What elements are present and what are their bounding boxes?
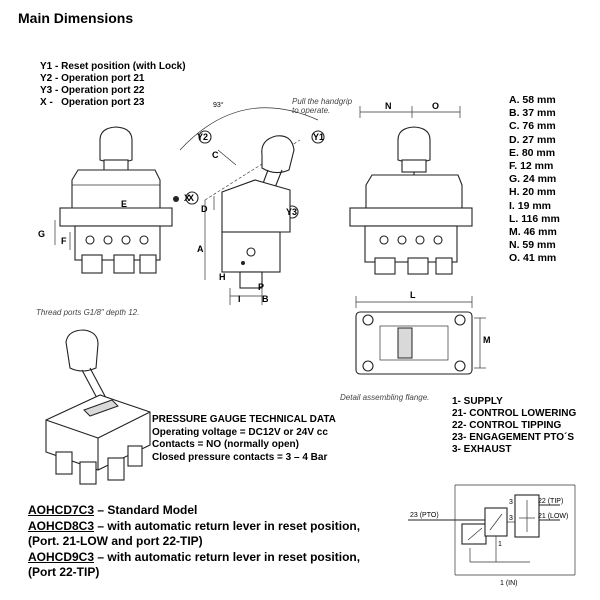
schematic-port-22: 22 (TIP) [538, 498, 563, 505]
position-item: Y2 - Operation port 21 [40, 73, 145, 84]
schematic-port-23: 23 (PTO) [410, 512, 439, 519]
label-c: C [212, 150, 219, 160]
schematic-supply-1: 1 [498, 541, 502, 548]
position-item: Y1 - Reset position (with Lock) [40, 61, 186, 72]
handgrip-note: Pull the handgrip to operate. [292, 97, 353, 115]
thread-note: Thread ports G1/8" depth 12. [36, 308, 140, 317]
page-title: Main Dimensions [18, 10, 134, 26]
label-f: F [61, 236, 67, 246]
port-item: 3- EXHAUST [452, 444, 512, 455]
label-y1: Y1 [313, 132, 324, 142]
flange-detail-drawing [355, 296, 486, 375]
dimension-item: M. 46 mm [509, 226, 557, 239]
dimension-item: E. 80 mm [509, 146, 556, 159]
port-item: 1- SUPPLY [452, 396, 503, 407]
model-item: AOHCD7C3 – Standard Model [28, 503, 198, 517]
position-legend: Y1 - Reset position (with Lock) Y2 - Ope… [40, 61, 186, 109]
dimension-item: D. 27 mm [509, 133, 556, 146]
label-m: M [483, 335, 491, 345]
dimensions-list: A. 58 mm B. 37 mm C. 76 mm D. 27 mm E. 8… [509, 94, 560, 266]
label-o: O [432, 101, 439, 111]
label-h: H [219, 272, 226, 282]
label-y3: Y3 [286, 207, 297, 217]
side-view-drawing [179, 107, 325, 305]
label-x: X [184, 193, 190, 203]
port-item: 23- ENGAGEMENT PTO´S [452, 432, 575, 443]
position-item: Y3 - Operation port 22 [40, 85, 145, 96]
model-item: AOHCD8C3 – with automatic return lever i… [28, 518, 361, 533]
front-view-drawing [54, 126, 179, 274]
label-i: I [238, 294, 241, 304]
dimension-item: G. 24 mm [509, 173, 557, 186]
label-b: B [262, 294, 269, 304]
gauge-line: Closed pressure contacts = 3 – 4 Bar [152, 451, 328, 463]
port-item: 21- CONTROL LOWERING [452, 408, 577, 419]
label-g: G [38, 229, 45, 239]
model-item: (Port. 21-LOW and port 22-TIP) [28, 534, 203, 548]
pressure-gauge-data: PRESSURE GAUGE TECHNICAL DATA Operating … [152, 414, 336, 464]
dimension-item: F. 12 mm [509, 160, 554, 173]
schematic-exhaust-3b: 3 [509, 515, 513, 522]
port-item: 22- CONTROL TIPPING [452, 420, 562, 431]
dimension-item: H. 20 mm [509, 186, 556, 199]
dimension-item: A. 58 mm [509, 94, 556, 106]
pneumatic-schematic [408, 484, 576, 576]
label-n: N [385, 101, 392, 111]
dimension-item: N. 59 mm [509, 239, 556, 252]
dimension-item: C. 76 mm [509, 120, 556, 133]
label-l: L [410, 290, 416, 300]
label-y2: Y2 [197, 132, 208, 142]
gauge-line: Operating voltage = DC12V or 24V cc [152, 426, 328, 438]
schematic-port-21: 21 (LOW) [538, 513, 568, 520]
schematic-port-1: 1 (IN) [500, 580, 518, 587]
gauge-heading: PRESSURE GAUGE TECHNICAL DATA [152, 414, 336, 425]
flange-note: Detail assembling flange. [340, 393, 430, 402]
gauge-line: Contacts = NO (normally open) [152, 439, 299, 450]
right-view-drawing [349, 106, 473, 275]
angle-label: 93° [213, 101, 224, 109]
dimension-item: B. 37 mm [509, 107, 556, 120]
label-d: D [201, 204, 208, 214]
ports-legend: 1- SUPPLY 21- CONTROL LOWERING 22- CONTR… [452, 396, 576, 456]
label-p: P [258, 282, 264, 292]
position-item: X - Operation port 23 [40, 97, 145, 108]
models-list: AOHCD7C3 – Standard Model AOHCD8C3 – wit… [28, 503, 360, 581]
label-e: E [121, 199, 127, 209]
label-a: A [197, 244, 204, 254]
dimension-item: I. 19 mm [509, 199, 552, 212]
perspective-view-drawing [45, 329, 151, 485]
dimension-item: L. 116 mm [509, 212, 560, 225]
schematic-exhaust-3a: 3 [509, 499, 513, 506]
model-item: AOHCD9C3 – with automatic return lever i… [28, 549, 361, 564]
model-item: (Port 22-TIP) [28, 565, 100, 579]
label-x-side: X [188, 193, 194, 203]
dimension-item: O. 41 mm [509, 252, 557, 265]
